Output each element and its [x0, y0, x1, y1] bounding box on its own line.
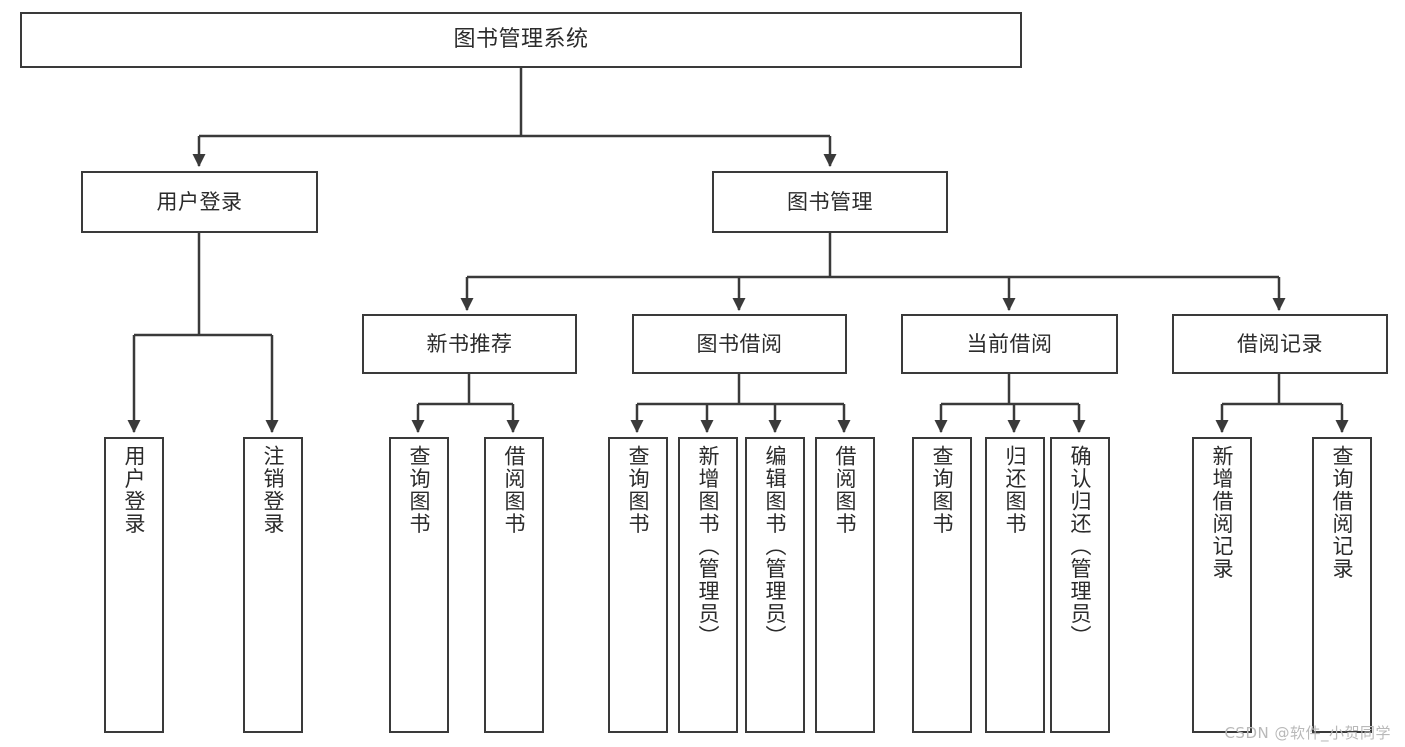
node-book-management[interactable]: 图书管理 [712, 171, 948, 233]
node-leaf-borrow-book-2-label: 借阅图书 [833, 445, 858, 535]
node-leaf-user-login-label: 用户登录 [122, 445, 147, 535]
node-current-borrow-label: 当前借阅 [966, 331, 1053, 356]
node-leaf-query-book-3[interactable]: 查询图书 [912, 437, 972, 733]
node-leaf-add-borrow-record[interactable]: 新增借阅记录 [1192, 437, 1252, 733]
node-new-book-recommend[interactable]: 新书推荐 [362, 314, 577, 374]
node-leaf-confirm-return-admin-label: 确认归还（管理员） [1068, 445, 1093, 648]
node-leaf-query-borrow-record[interactable]: 查询借阅记录 [1312, 437, 1372, 733]
node-leaf-borrow-book-1-label: 借阅图书 [502, 445, 527, 535]
node-leaf-query-book-1-label: 查询图书 [407, 445, 432, 535]
node-leaf-query-book-2[interactable]: 查询图书 [608, 437, 668, 733]
node-leaf-borrow-book-1[interactable]: 借阅图书 [484, 437, 544, 733]
node-root-system[interactable]: 图书管理系统 [20, 12, 1022, 68]
node-user-login[interactable]: 用户登录 [81, 171, 318, 233]
node-leaf-logout-login[interactable]: 注销登录 [243, 437, 303, 733]
csdn-watermark: CSDN @软件_小贺同学 [1224, 724, 1391, 742]
node-leaf-edit-book-admin[interactable]: 编辑图书（管理员） [745, 437, 805, 733]
node-borrow-record[interactable]: 借阅记录 [1172, 314, 1388, 374]
node-book-borrow-label: 图书借阅 [696, 331, 783, 356]
node-leaf-user-login[interactable]: 用户登录 [104, 437, 164, 733]
node-leaf-query-book-1[interactable]: 查询图书 [389, 437, 449, 733]
node-leaf-add-borrow-record-label: 新增借阅记录 [1210, 445, 1235, 580]
node-root-system-label: 图书管理系统 [453, 27, 589, 53]
node-leaf-add-book-admin[interactable]: 新增图书（管理员） [678, 437, 738, 733]
node-leaf-borrow-book-2[interactable]: 借阅图书 [815, 437, 875, 733]
node-leaf-query-book-2-label: 查询图书 [626, 445, 651, 535]
node-user-login-label: 用户登录 [156, 189, 243, 214]
node-leaf-edit-book-admin-label: 编辑图书（管理员） [763, 445, 788, 648]
node-current-borrow[interactable]: 当前借阅 [901, 314, 1118, 374]
node-leaf-confirm-return-admin[interactable]: 确认归还（管理员） [1050, 437, 1110, 733]
node-leaf-query-book-3-label: 查询图书 [930, 445, 955, 535]
node-leaf-add-book-admin-label: 新增图书（管理员） [696, 445, 721, 648]
node-borrow-record-label: 借阅记录 [1237, 331, 1323, 356]
node-leaf-return-book[interactable]: 归还图书 [985, 437, 1045, 733]
node-leaf-query-borrow-record-label: 查询借阅记录 [1330, 445, 1355, 580]
node-book-borrow[interactable]: 图书借阅 [632, 314, 847, 374]
node-leaf-logout-login-label: 注销登录 [261, 445, 286, 535]
node-leaf-return-book-label: 归还图书 [1003, 445, 1028, 535]
node-book-management-label: 图书管理 [787, 189, 873, 214]
node-new-book-recommend-label: 新书推荐 [426, 331, 513, 356]
